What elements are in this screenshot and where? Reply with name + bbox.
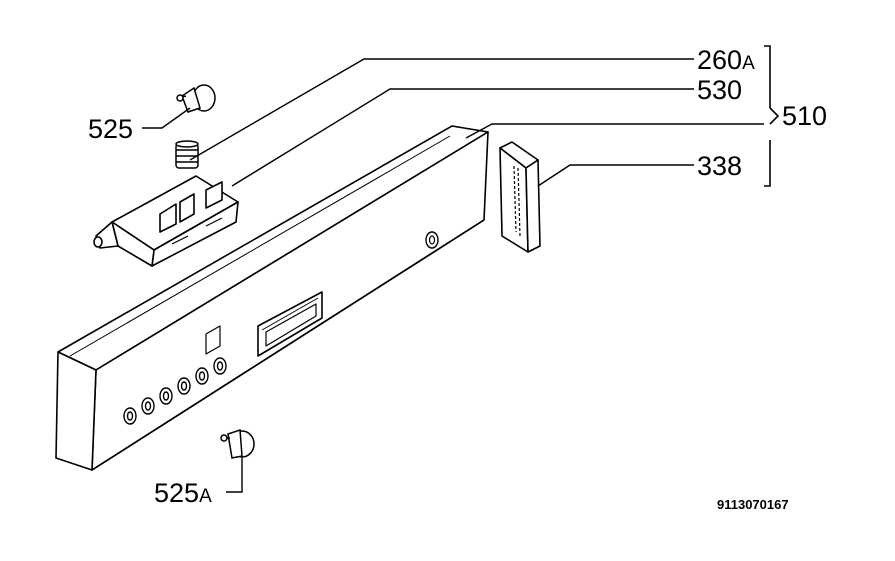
label-530: 530 [697,75,742,105]
leader-line-525a [226,458,243,493]
bracket-530 [93,175,239,267]
leader-lines [142,58,764,493]
label-525a: 525A [154,478,212,508]
drawing-code: 9113070167 [717,497,789,512]
label-510: 510 [782,101,827,131]
knob-525 [176,84,216,113]
leader-line-338 [537,164,694,187]
leader-line-260a [189,58,694,161]
label-338: 338 [697,151,742,181]
leader-line-510 [465,123,764,139]
indicator-window [205,325,221,355]
knob-525a [220,428,255,459]
leader-line-530 [231,88,694,187]
label-260a: 260A [697,45,755,75]
program-buttons [123,357,227,425]
end-cap-338 [499,141,541,253]
control-panel-end-face [55,351,97,471]
label-525: 525 [88,114,133,144]
display-recess [257,291,323,357]
spring-260a [175,140,199,169]
leader-line-525 [142,107,191,129]
assembly-bracket-510 [764,45,780,187]
control-panel [55,125,489,471]
